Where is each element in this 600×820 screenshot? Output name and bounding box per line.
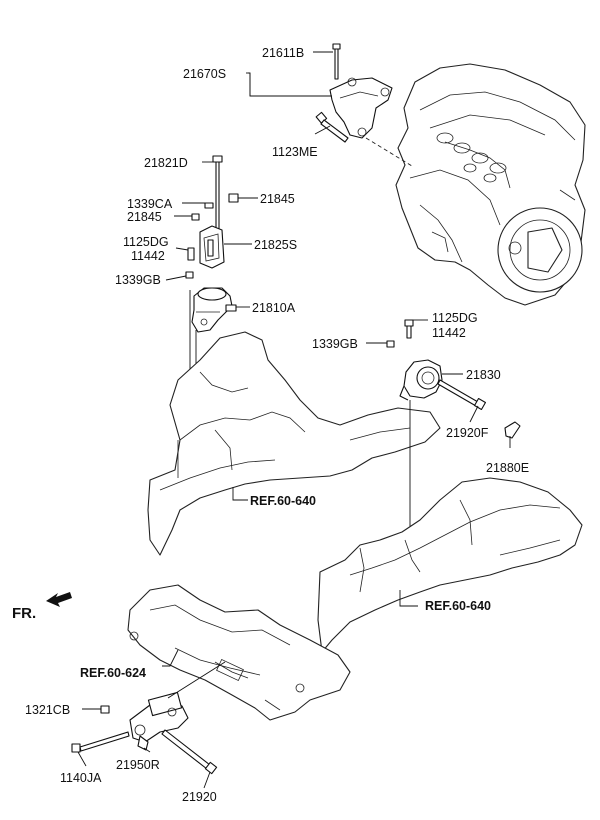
label-1123ME: 1123ME <box>272 145 318 159</box>
label-21611B: 21611B <box>262 46 304 60</box>
label-21825S: 21825S <box>254 238 297 252</box>
front-side-member-upper <box>147 331 441 556</box>
roll-rod-mount-21950R <box>71 661 226 775</box>
engine-block-illustration <box>395 63 586 306</box>
leader-lines <box>77 51 511 789</box>
label-1321CB: 1321CB <box>25 703 70 717</box>
engine-bracket-21670S <box>329 77 413 167</box>
reference-label-upper-frame: REF.60-640 <box>250 494 316 508</box>
label-21830: 21830 <box>466 368 501 382</box>
front-arrow-icon <box>46 592 72 607</box>
label-1339GB-right: 1339GB <box>312 337 358 351</box>
label-21821D: 21821D <box>144 156 188 170</box>
label-21845-right: 21845 <box>260 192 295 206</box>
label-21950R: 21950R <box>116 758 160 772</box>
label-11442-left: 11442 <box>131 249 165 263</box>
reference-label-lower-frame: REF.60-640 <box>425 599 491 613</box>
label-1140JA: 1140JA <box>60 771 102 785</box>
right-mount-21830 <box>386 319 521 540</box>
front-direction-indicator: FR. <box>12 592 72 622</box>
label-21845-left: 21845 <box>127 210 162 224</box>
label-11442-right: 11442 <box>432 326 466 340</box>
label-21920F: 21920F <box>446 426 489 440</box>
front-side-member-lower <box>317 477 583 653</box>
label-21810A: 21810A <box>252 301 296 315</box>
label-21920: 21920 <box>182 790 217 804</box>
front-direction-label: FR. <box>12 605 36 622</box>
label-1339GB-left: 1339GB <box>115 273 161 287</box>
bolt-21611B <box>332 43 341 80</box>
reference-label-subframe: REF.60-624 <box>80 666 146 680</box>
label-1125DG-left: 1125DG <box>123 235 169 249</box>
bolt-1123ME <box>315 111 349 143</box>
label-21880E: 21880E <box>486 461 529 475</box>
label-21670S: 21670S <box>183 67 226 81</box>
label-1125DG-right: 1125DG <box>432 311 478 325</box>
label-1339CA: 1339CA <box>127 197 173 211</box>
left-mount-stack <box>185 155 239 432</box>
